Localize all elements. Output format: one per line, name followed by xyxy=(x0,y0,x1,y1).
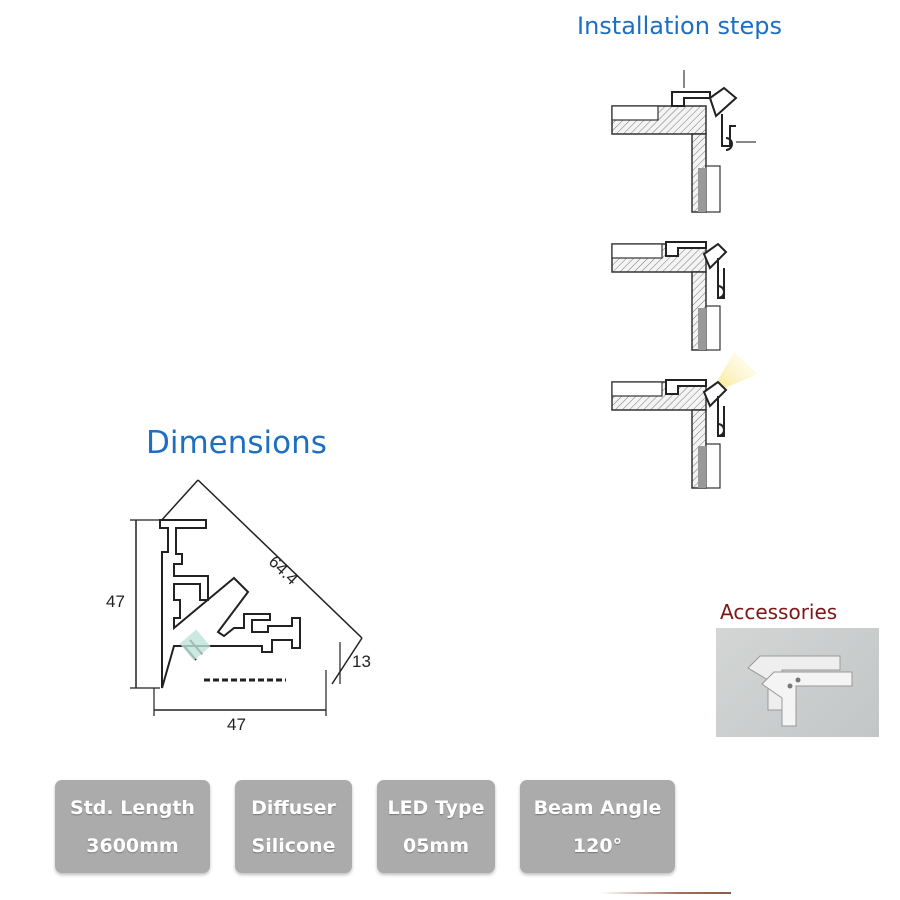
spec-beam-angle: Beam Angle 120° xyxy=(520,780,675,873)
spec-beam-angle-label: Beam Angle xyxy=(533,796,662,819)
depth-dimension-label: 13 xyxy=(352,652,371,671)
diagonal-dimension-line xyxy=(197,479,363,639)
profile-dimension-drawing xyxy=(130,479,363,716)
width-dimension-label: 47 xyxy=(227,715,246,734)
dimensions-title: Dimensions xyxy=(146,425,327,461)
installation-step-3-diagram xyxy=(611,352,758,489)
height-dimension-label: 47 xyxy=(106,592,125,611)
spec-diffuser-label: Diffuser xyxy=(251,796,336,819)
installation-step-1-diagram xyxy=(611,70,756,213)
spec-beam-angle-value: 120° xyxy=(572,834,623,857)
spec-std-length: Std. Length 3600mm xyxy=(55,780,210,873)
spec-diffuser: Diffuser Silicone xyxy=(235,780,352,873)
accessory-photo xyxy=(716,628,879,737)
spec-led-type: LED Type 05mm xyxy=(377,780,495,873)
spec-std-length-label: Std. Length xyxy=(70,796,195,819)
spec-diffuser-value: Silicone xyxy=(251,834,336,857)
divider-line xyxy=(601,892,731,894)
spec-led-type-value: 05mm xyxy=(402,834,470,857)
accessories-title: Accessories xyxy=(720,600,838,624)
corner-bracket-image xyxy=(747,655,853,727)
spec-led-type-label: LED Type xyxy=(387,796,485,819)
installation-step-2-diagram xyxy=(611,241,728,351)
spec-std-length-value: 3600mm xyxy=(86,834,179,857)
installation-steps-title: Installation steps xyxy=(577,12,782,40)
